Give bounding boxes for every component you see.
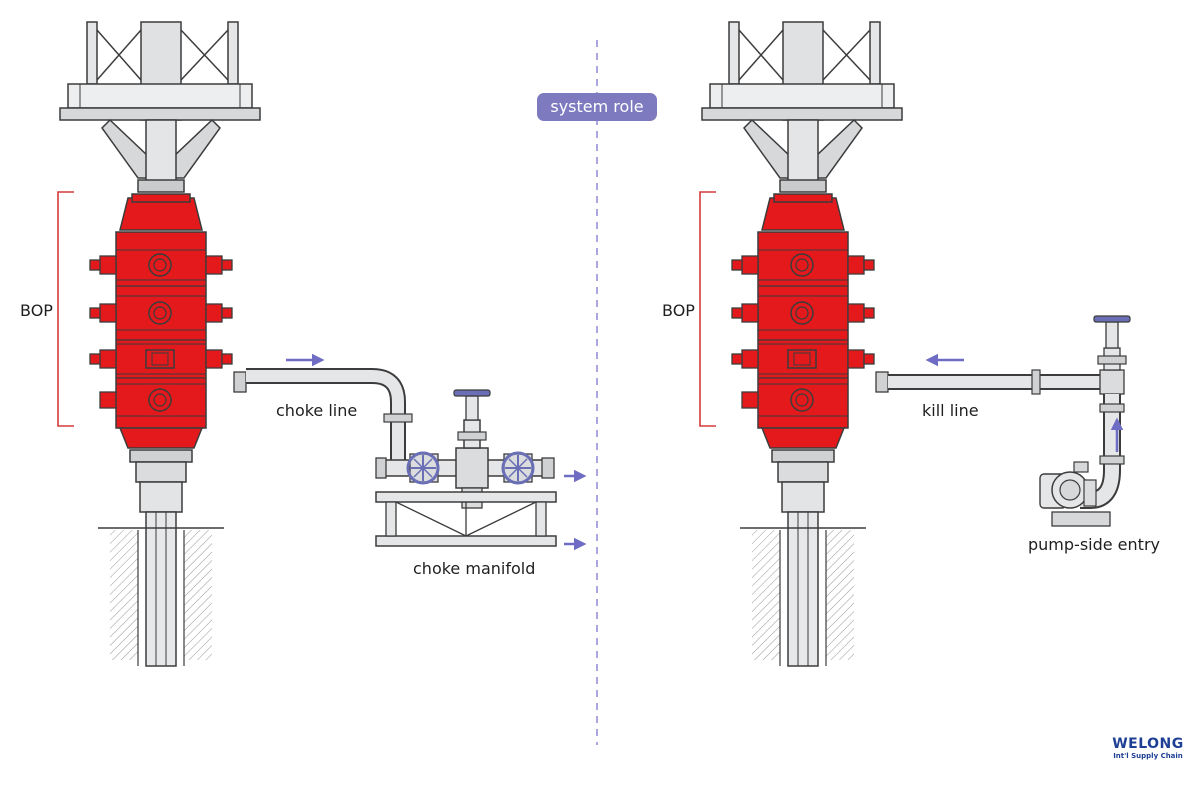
left-bop-label: BOP: [20, 301, 53, 320]
left-bop-bracket: [57, 191, 74, 427]
left-bop-stack: [59, 21, 261, 667]
choke-line-pipe: [233, 368, 413, 460]
pump-side-entry-label: pump-side entry: [1028, 535, 1160, 554]
choke-line-label: choke line: [276, 401, 358, 420]
kill-flow-arrows: [925, 353, 1124, 452]
kill-line-pipe: [875, 315, 1131, 509]
right-bop-stack: [701, 21, 903, 667]
brand-logo: WELONG Int'l Supply Chain: [1110, 736, 1186, 761]
logo-brand-text: WELONG: [1112, 736, 1184, 752]
choke-manifold-label: choke manifold: [413, 559, 536, 578]
choke-manifold-assembly: [375, 389, 557, 547]
right-bop-label: BOP: [662, 301, 695, 320]
kill-line-label: kill line: [922, 401, 979, 420]
right-bop-bracket: [699, 191, 716, 427]
logo-tagline: Int'l Supply Chain: [1113, 752, 1183, 760]
pump-unit: [1039, 461, 1111, 527]
choke-flow-arrows: [286, 353, 587, 551]
system-role-badge: system role: [537, 93, 657, 121]
